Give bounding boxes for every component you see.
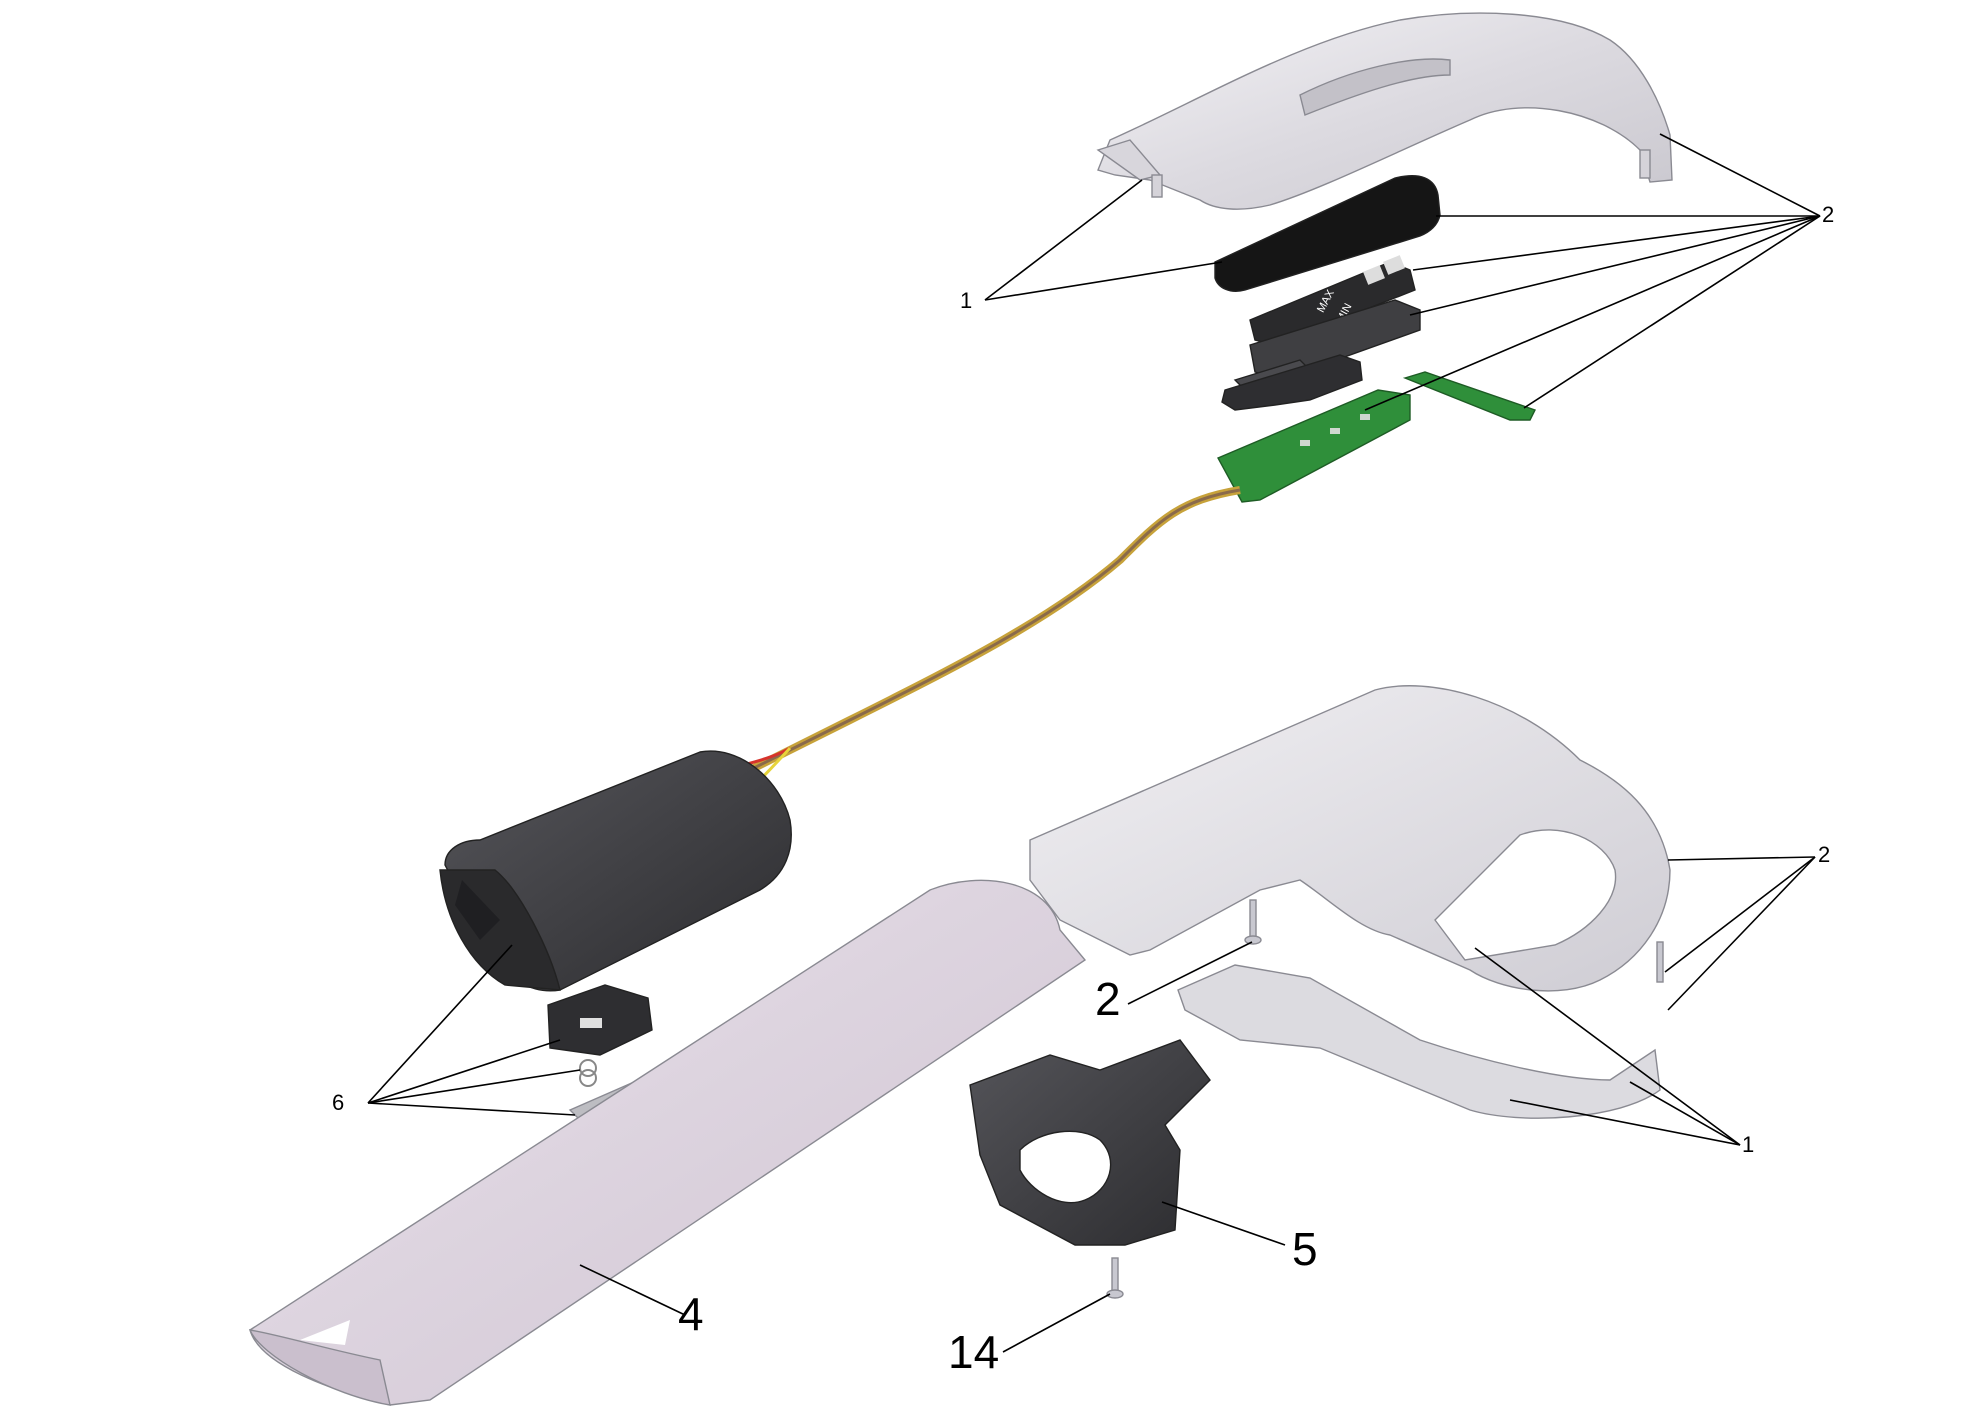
screw-bottom (1106, 1257, 1124, 1299)
cable-harness (724, 486, 1241, 792)
label-top-cover-group: 2 (1822, 202, 1834, 227)
screw-handle-right (1656, 941, 1664, 983)
spring (579, 1059, 597, 1087)
label-top-cover-front: 1 (960, 288, 972, 313)
leader-lines (367, 133, 1821, 1353)
clip (969, 1039, 1211, 1246)
tube (248, 879, 1087, 1406)
button-carrier (1221, 354, 1363, 411)
display-foil: MAX MIN (1249, 255, 1416, 346)
label-battery-group: 6 (332, 1090, 344, 1115)
battery-pack (439, 750, 792, 992)
label-handle-cover-front: 1 (1742, 1132, 1754, 1157)
label-screw-bottom: 14 (948, 1326, 999, 1378)
battery-bracket (547, 984, 653, 1056)
label-tube: 4 (678, 1288, 704, 1340)
main-pcb (1217, 389, 1411, 503)
display-window (1214, 175, 1441, 292)
handle-lower-shell (1177, 964, 1661, 1119)
label-handle-group: 2 (1818, 842, 1830, 867)
handle-upper-shell (1029, 685, 1671, 992)
screw-handle (1244, 899, 1262, 945)
top-cover (1096, 12, 1673, 210)
label-clip: 5 (1292, 1223, 1318, 1275)
small-pcb (1402, 371, 1536, 421)
label-screw-small: 2 (1095, 973, 1121, 1025)
